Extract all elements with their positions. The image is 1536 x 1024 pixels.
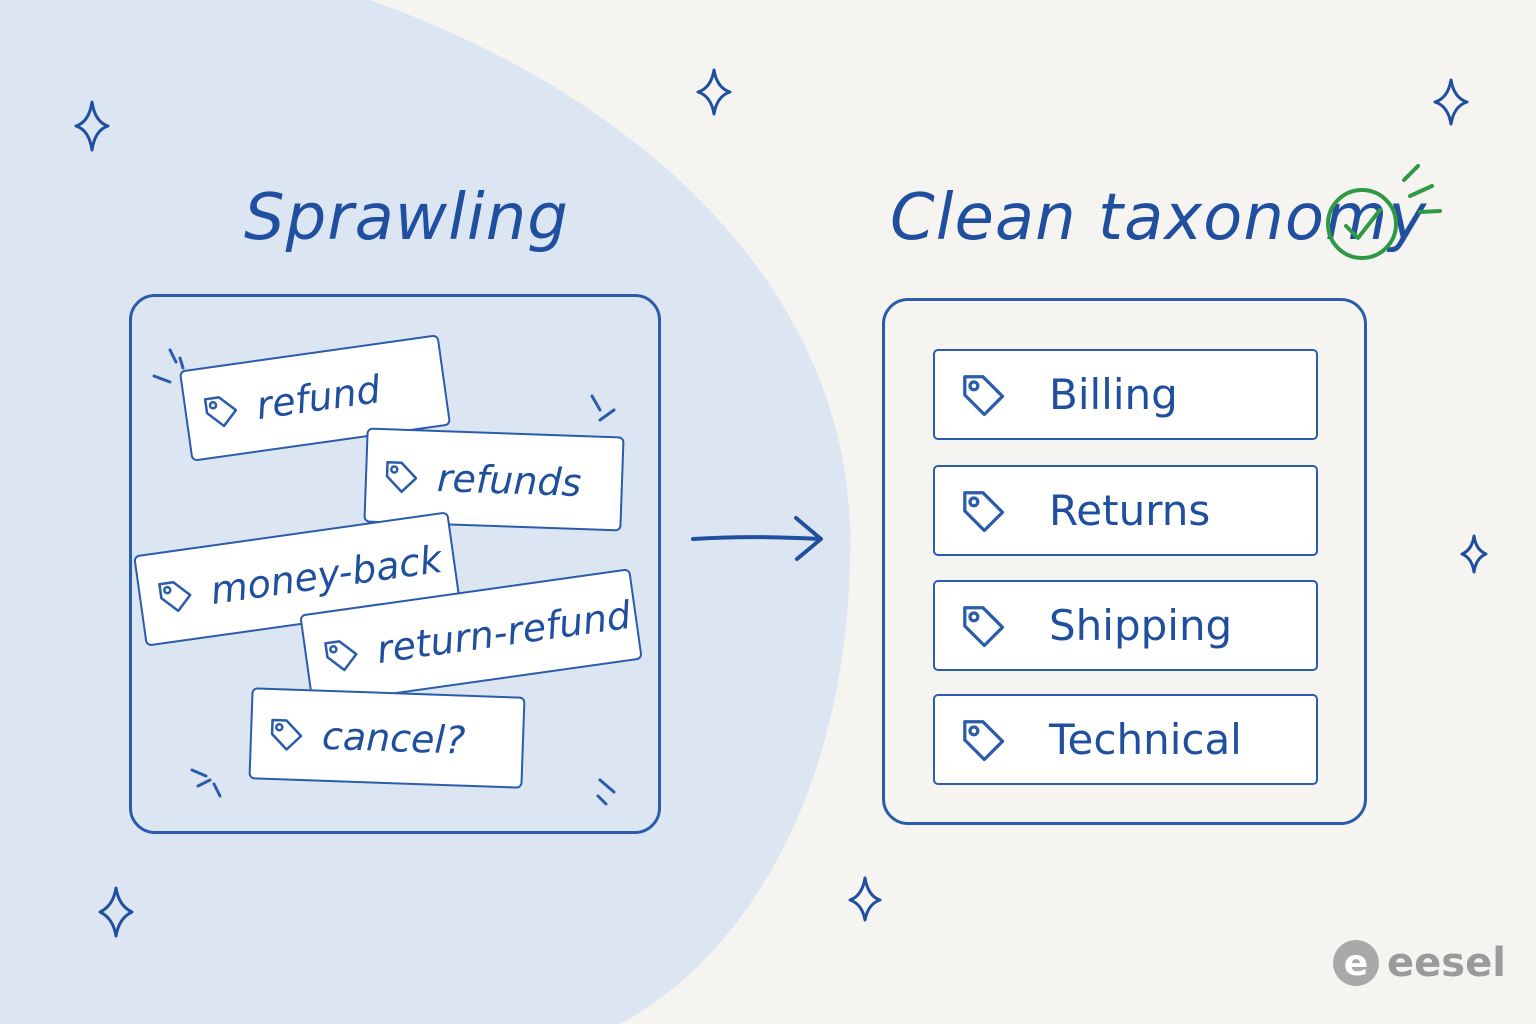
clean-taxonomy-title: Clean taxonomy [890, 181, 1428, 255]
tag-icon [957, 714, 1009, 766]
tag-label: return-refund [373, 592, 634, 673]
tag-label: Shipping [1049, 601, 1233, 650]
tag-icon [265, 714, 306, 755]
clean-taxonomy-panel [882, 298, 1367, 825]
tag-technical: Technical [933, 694, 1318, 785]
eesel-logo: e eesel [1333, 940, 1506, 986]
tag-icon [957, 369, 1009, 421]
tag-shipping: Shipping [933, 580, 1318, 671]
tag-label: Returns [1049, 486, 1211, 535]
tag-label: cancel? [321, 713, 466, 763]
tag-label: refund [253, 367, 384, 428]
tag-icon [380, 456, 421, 497]
tag-refunds: refunds [363, 427, 625, 532]
tag-label: Technical [1049, 715, 1242, 764]
tag-icon [153, 574, 198, 619]
tag-label: Billing [1049, 370, 1178, 419]
tag-billing: Billing [933, 349, 1318, 440]
tag-refund: refund [178, 334, 452, 462]
tag-returns: Returns [933, 465, 1318, 556]
tag-icon [957, 600, 1009, 652]
tag-label: refunds [436, 455, 583, 505]
logo-text: eesel [1387, 940, 1506, 986]
sprawling-panel [129, 294, 661, 834]
logo-mark: e [1333, 940, 1379, 986]
tag-icon [198, 389, 243, 434]
sprawling-title: Sprawling [244, 181, 569, 255]
tag-cancel: cancel? [248, 687, 526, 789]
tag-money-back: money-back [133, 511, 461, 647]
tag-icon [319, 633, 364, 678]
tag-icon [957, 485, 1009, 537]
tag-return-refund: return-refund [299, 568, 643, 706]
